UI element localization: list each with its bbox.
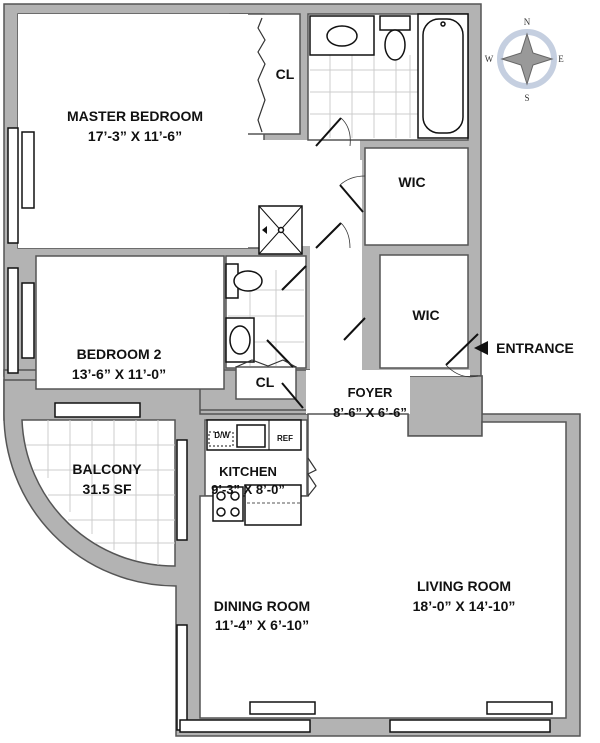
foyer-size: 8’-6” X 6’-6” xyxy=(333,405,407,420)
entrance-label: ENTRANCE xyxy=(496,340,574,356)
kitchen-sink xyxy=(236,424,266,448)
wic-1-label: WIC xyxy=(398,174,425,190)
compass-west: W xyxy=(485,54,494,64)
closet-2-label: CL xyxy=(256,374,275,390)
entrance-door xyxy=(445,333,479,366)
kitchen-label: KITCHEN xyxy=(219,464,277,479)
balcony-label: BALCONY xyxy=(72,461,142,477)
toilet-icon xyxy=(384,29,406,61)
balcony-tiles xyxy=(26,420,175,565)
closet-2 xyxy=(235,366,297,400)
foyer-label: FOYER xyxy=(348,385,393,400)
master-bedroom-size: 17’-3” X 11’-6” xyxy=(88,128,182,144)
closet-1-label: CL xyxy=(276,66,295,82)
balcony-size: 31.5 SF xyxy=(82,481,131,497)
living-dining xyxy=(199,413,567,719)
kitchen-size: 9’-3” X 8’-0” xyxy=(211,482,285,497)
counter xyxy=(244,484,302,526)
entrance-arrow-icon xyxy=(474,341,488,355)
dining-room-size: 11’-4” X 6’-10” xyxy=(215,617,309,633)
dining-room-label: DINING ROOM xyxy=(214,598,310,614)
refrigerator-label: REF xyxy=(277,434,293,443)
bedroom-2-label: BEDROOM 2 xyxy=(77,346,162,362)
wic-1 xyxy=(364,147,469,246)
compass-south: S xyxy=(524,93,529,103)
dishwasher-label: D/W xyxy=(214,431,230,440)
wic-2 xyxy=(379,254,469,369)
toilet-tank xyxy=(379,15,411,31)
windows xyxy=(7,127,553,733)
bedroom-2-size: 13’-6” X 11’-0” xyxy=(72,366,166,382)
sink-icon xyxy=(326,25,358,47)
compass-north: N xyxy=(524,17,531,27)
kitchen-fixtures xyxy=(206,419,302,526)
bedroom-2 xyxy=(35,255,225,390)
wic-2-label: WIC xyxy=(412,307,439,323)
living-room-size: 18’-0” X 14’-10” xyxy=(413,598,516,614)
master-bedroom-label: MASTER BEDROOM xyxy=(67,108,203,124)
bath-fixtures xyxy=(225,13,469,363)
doors xyxy=(235,17,479,497)
foyer xyxy=(306,370,410,414)
compass-icon: N E S W xyxy=(485,17,565,103)
balcony xyxy=(21,419,176,567)
column xyxy=(407,375,483,437)
living-room-label: LIVING ROOM xyxy=(417,578,511,594)
compass-east: E xyxy=(558,54,564,64)
